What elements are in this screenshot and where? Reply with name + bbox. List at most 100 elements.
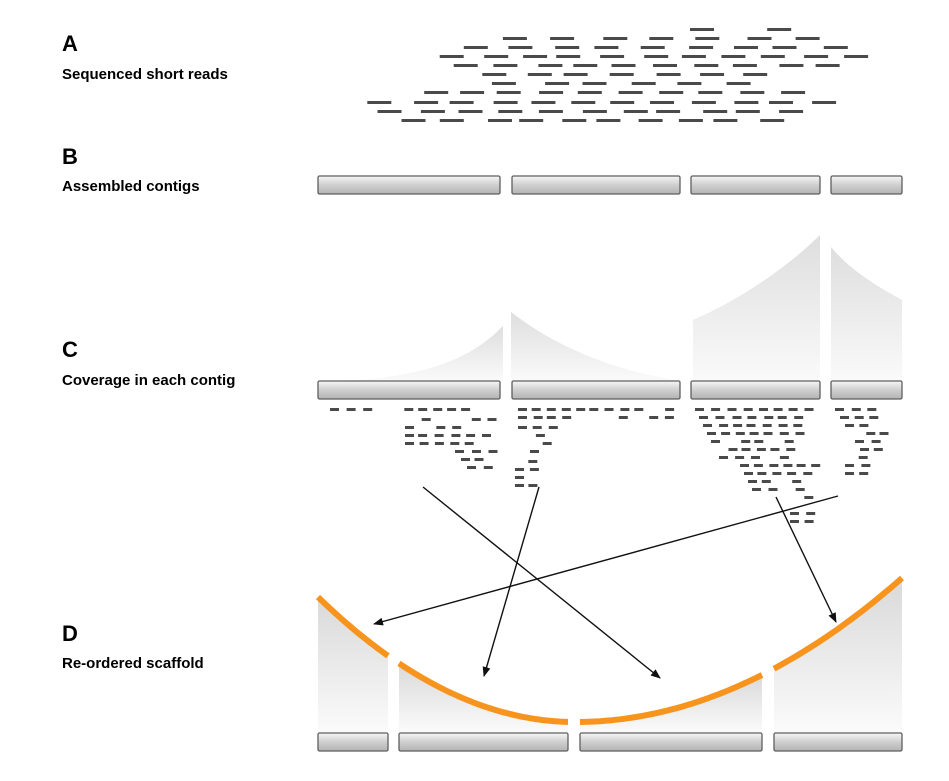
- mapped-read: [747, 416, 757, 419]
- mapped-read: [867, 408, 877, 411]
- short-read: [781, 91, 806, 94]
- mapped-read: [482, 434, 491, 437]
- scaffold-fill-3: [580, 674, 762, 733]
- mapped-read: [330, 408, 339, 411]
- short-read: [424, 91, 449, 94]
- mapped-read: [436, 426, 446, 429]
- mapped-read: [634, 408, 644, 411]
- mapped-read: [777, 416, 787, 419]
- mapped-read: [859, 424, 869, 427]
- short-read: [650, 101, 674, 104]
- mapped-read: [447, 408, 457, 411]
- reorder-arrow-2: [482, 486, 540, 677]
- contig-b-2: [511, 175, 681, 195]
- short-read: [545, 82, 570, 85]
- mapped-read: [464, 442, 474, 445]
- short-read: [401, 119, 426, 122]
- mapped-read: [450, 442, 460, 445]
- short-read: [698, 91, 723, 94]
- scaffold-fill-1: [318, 597, 388, 733]
- mapped-read: [769, 464, 779, 467]
- short-read: [582, 110, 607, 113]
- mapped-read: [451, 434, 461, 437]
- short-read: [531, 101, 556, 104]
- short-read: [649, 37, 674, 40]
- short-read: [779, 64, 804, 67]
- mapped-read: [561, 408, 571, 411]
- mapped-read: [434, 434, 444, 437]
- mapped-read: [790, 512, 799, 515]
- short-reads-group: [367, 28, 869, 122]
- mapped-read: [779, 456, 789, 459]
- short-read: [779, 110, 804, 113]
- mapped-read: [851, 408, 861, 411]
- mapped-read: [804, 408, 814, 411]
- short-read: [538, 110, 563, 113]
- mapped-read: [840, 416, 849, 419]
- scaffold-coverage-fill: [318, 578, 902, 733]
- scaffold-contigs-row: [317, 732, 903, 752]
- short-read: [498, 110, 523, 113]
- mapped-read: [768, 488, 778, 491]
- short-read: [795, 37, 820, 40]
- short-read: [414, 101, 439, 104]
- coverage-peak-4: [831, 247, 902, 381]
- short-read: [596, 119, 621, 122]
- short-read: [571, 101, 596, 104]
- contig-b-4: [830, 175, 903, 195]
- mapped-read: [845, 424, 854, 427]
- scaffold-fill-4: [774, 578, 902, 733]
- short-read: [689, 46, 714, 49]
- short-read: [678, 119, 703, 122]
- short-read: [732, 64, 757, 67]
- mapped-read: [528, 460, 538, 463]
- mapped-read: [576, 408, 586, 411]
- mapped-read: [788, 408, 798, 411]
- mapped-read: [792, 480, 802, 483]
- short-read: [610, 101, 635, 104]
- mapped-read: [719, 456, 728, 459]
- short-read: [740, 91, 765, 94]
- mapped-read: [487, 418, 497, 421]
- mapped-read: [664, 416, 674, 419]
- short-read: [488, 119, 512, 122]
- mapped-read: [346, 408, 356, 411]
- mapped-read: [546, 416, 556, 419]
- mapped-read: [433, 408, 443, 411]
- short-read: [735, 110, 760, 113]
- short-read: [519, 119, 544, 122]
- short-read: [538, 64, 563, 67]
- reorder-arrow-3: [373, 495, 839, 626]
- short-read: [638, 119, 663, 122]
- short-read: [700, 73, 725, 76]
- mapped-read: [466, 434, 476, 437]
- mapped-read: [461, 458, 470, 461]
- coverage-peak-3: [693, 235, 820, 381]
- mapped-read: [528, 484, 538, 487]
- short-read: [556, 55, 581, 58]
- assembled-contigs-row: [317, 175, 903, 195]
- mapped-read: [715, 416, 725, 419]
- short-read: [493, 64, 518, 67]
- scaffold-fill-2: [399, 663, 568, 733]
- mapped-read: [472, 450, 481, 453]
- mapped-read: [770, 448, 780, 451]
- mapped-read: [649, 416, 659, 419]
- short-read: [631, 82, 656, 85]
- panel-a-label: Sequenced short reads: [62, 66, 228, 83]
- mapped-read: [795, 488, 805, 491]
- short-read: [623, 110, 648, 113]
- mapped-read: [733, 424, 743, 427]
- mapped-read: [488, 450, 498, 453]
- mapped-read: [471, 418, 481, 421]
- short-read: [681, 55, 706, 58]
- mapped-read: [803, 472, 813, 475]
- short-read: [496, 91, 521, 94]
- mapped-read: [796, 464, 806, 467]
- contig-d-2: [398, 732, 569, 752]
- reorder-arrow-4: [775, 496, 837, 623]
- short-read: [484, 55, 509, 58]
- contig-c-3: [690, 380, 821, 400]
- mapped-read: [727, 408, 737, 411]
